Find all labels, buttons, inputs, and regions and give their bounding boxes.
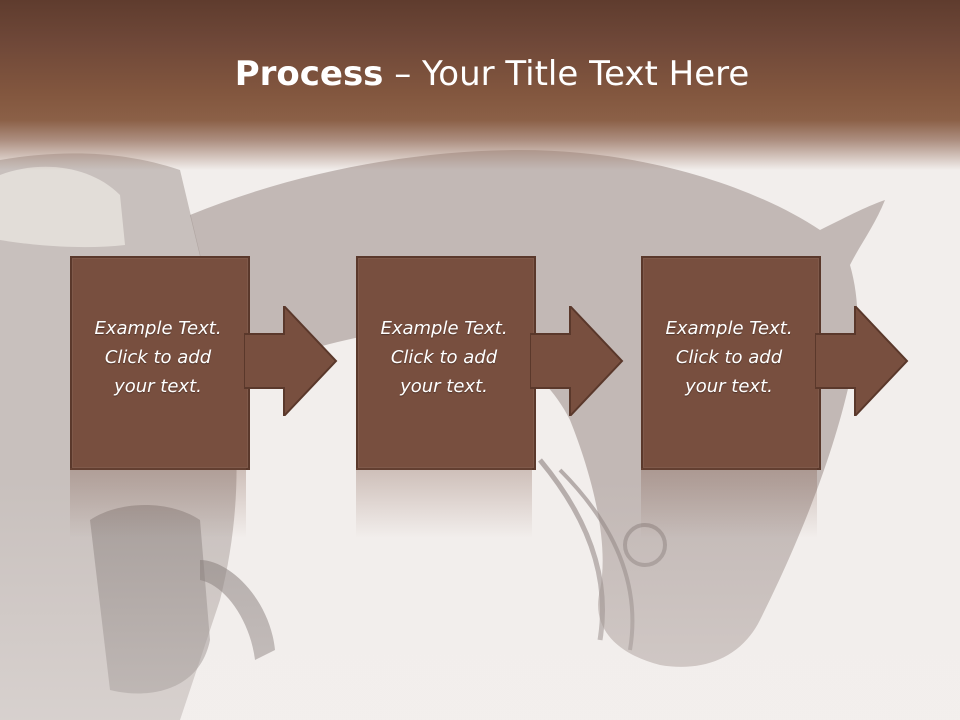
- title-rest: – Your Title Text Here: [383, 54, 750, 94]
- process-step-1[interactable]: Example Text. Click to add your text.: [70, 256, 250, 470]
- step-line-1: Example Text.: [94, 318, 222, 339]
- slide-title: Process – Your Title Text Here: [0, 52, 960, 96]
- process-step-2[interactable]: Example Text. Click to add your text.: [356, 256, 536, 470]
- step-line-1: Example Text.: [380, 318, 508, 339]
- step-line-3: your text.: [114, 376, 202, 397]
- arrow-right-icon: [815, 306, 909, 416]
- arrow-right-icon: [244, 306, 338, 416]
- step-line-1: Example Text.: [665, 318, 793, 339]
- step-line-3: your text.: [400, 376, 488, 397]
- arrow-right-icon: [530, 306, 624, 416]
- step-line-2: Click to add: [390, 347, 498, 368]
- title-bold: Process: [234, 54, 384, 94]
- step-text: Example Text. Click to add your text.: [72, 314, 244, 401]
- step-text: Example Text. Click to add your text.: [643, 314, 815, 401]
- step-line-3: your text.: [685, 376, 773, 397]
- step-reflection: [356, 468, 532, 538]
- step-reflection: [641, 468, 817, 538]
- step-line-2: Click to add: [675, 347, 783, 368]
- header-band: [0, 0, 960, 170]
- process-step-3[interactable]: Example Text. Click to add your text.: [641, 256, 821, 470]
- step-line-2: Click to add: [104, 347, 212, 368]
- step-text: Example Text. Click to add your text.: [358, 314, 530, 401]
- step-reflection: [70, 468, 246, 538]
